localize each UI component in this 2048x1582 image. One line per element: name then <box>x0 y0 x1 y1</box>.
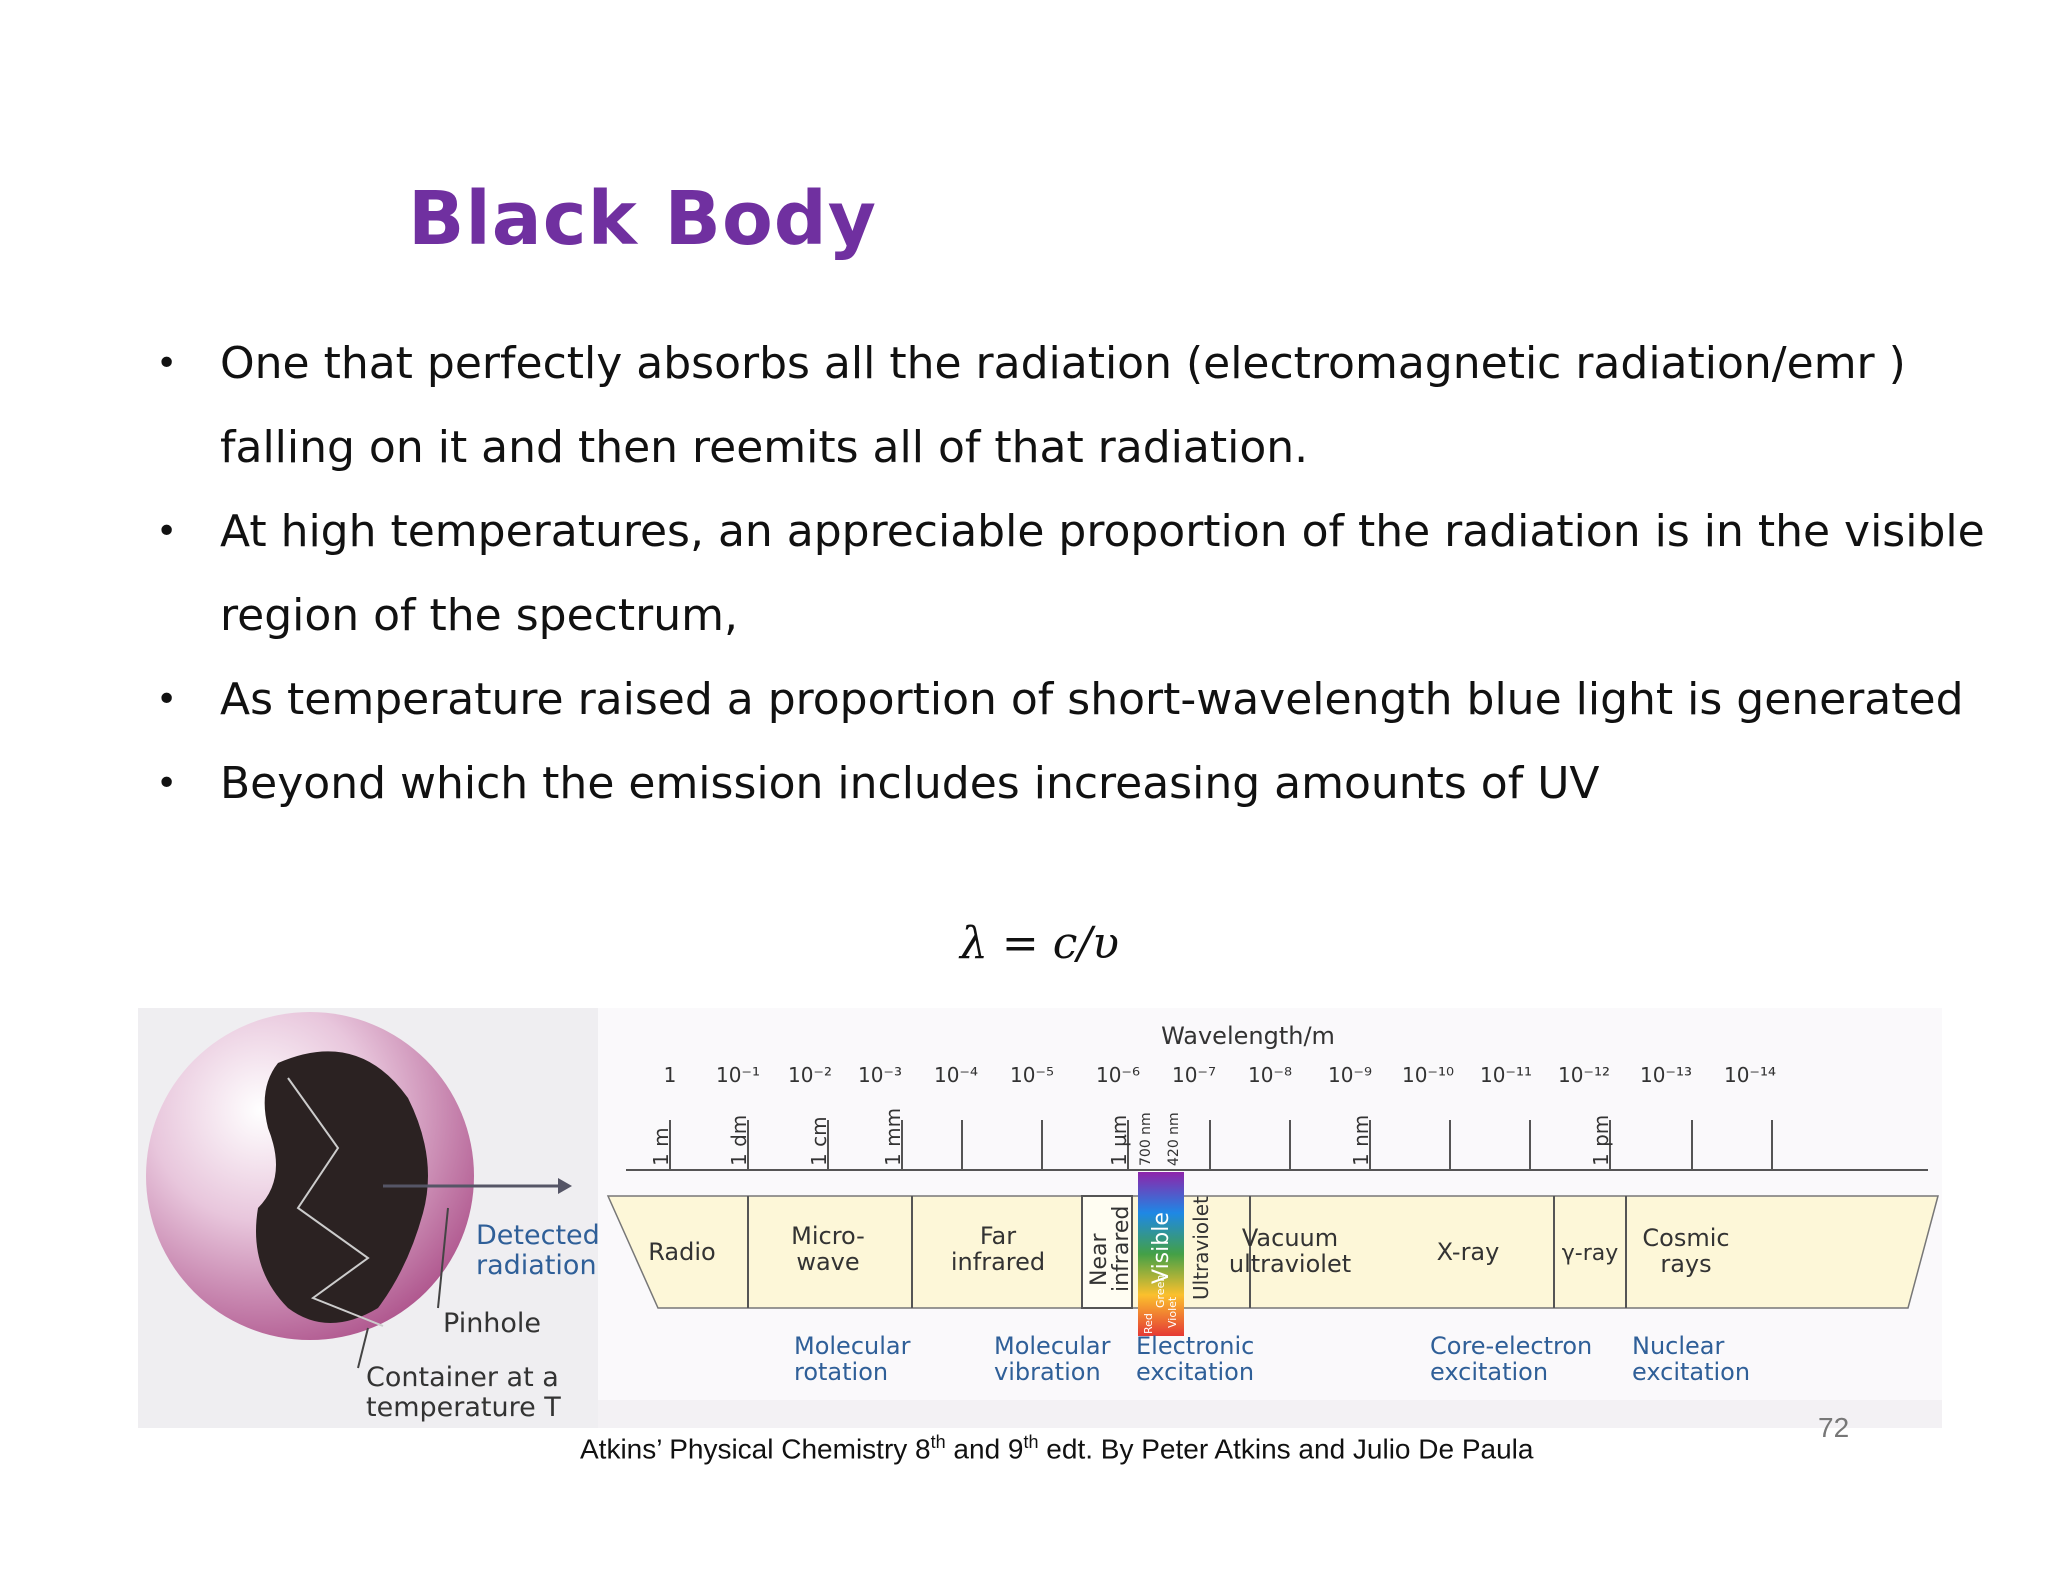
region-vacuum-uv-1: Vacuum <box>1242 1224 1338 1252</box>
bullet-marker: • <box>156 511 178 552</box>
pinhole-pointer <box>437 1207 449 1309</box>
tick-label: 1 <box>664 1063 677 1087</box>
slide-title: Black Body <box>408 176 877 262</box>
tick-label: 10⁻² <box>788 1063 832 1087</box>
cavity-shape <box>256 1051 428 1323</box>
bullet-marker: • <box>156 343 178 384</box>
region-cosmic-2: rays <box>1660 1250 1711 1278</box>
unit-label-dm: 1 dm <box>727 1115 751 1166</box>
region-far-ir-2: infrared <box>951 1248 1045 1276</box>
wavelength-equation: λ = c/υ <box>960 918 1119 969</box>
bullet-item: • Beyond which the emission includes incr… <box>156 742 2016 826</box>
tick-label: 10⁻¹³ <box>1640 1063 1692 1087</box>
tick-label: 10⁻¹¹ <box>1480 1063 1532 1087</box>
near-ir-box <box>1081 1195 1133 1309</box>
bullet-list: • One that perfectly absorbs all the radi… <box>156 322 2016 826</box>
tick-label: 10⁻¹² <box>1558 1063 1610 1087</box>
unit-label-pm: 1 pm <box>1589 1115 1613 1166</box>
region-gamma: γ-ray <box>1562 1241 1619 1266</box>
tick-label: 10⁻¹⁰ <box>1402 1063 1454 1087</box>
caption-superscript: th <box>1023 1432 1039 1452</box>
process-core-1: Core-electron <box>1430 1332 1592 1360</box>
unit-label-um: 1 µm <box>1107 1115 1131 1166</box>
process-labels: Molecular rotation Molecular vibration E… <box>794 1332 1750 1386</box>
tick-label: 10⁻⁵ <box>1010 1063 1054 1087</box>
tick-labels: 1 10⁻¹ 10⁻² 10⁻³ 10⁻⁴ 10⁻⁵ 10⁻⁶ 10⁻⁷ 10⁻… <box>664 1063 1776 1087</box>
region-microwave-2: wave <box>796 1248 859 1276</box>
citation-caption: Atkins’ Physical Chemistry 8th and 9th e… <box>580 1432 1533 1465</box>
unit-label-mm: 1 mm <box>881 1108 905 1166</box>
arrow-head <box>558 1178 572 1194</box>
process-nuc-1: Nuclear <box>1632 1332 1725 1360</box>
process-nuc-2: excitation <box>1632 1358 1750 1386</box>
region-ultraviolet: Ultraviolet <box>1189 1196 1213 1300</box>
region-near-ir-1: Near <box>1087 1233 1112 1286</box>
bullet-text: Beyond which the emission includes incre… <box>220 758 1600 809</box>
tick-label: 10⁻³ <box>858 1063 902 1087</box>
em-spectrum-diagram: Wavelength/m 1 10⁻¹ 10⁻² 10⁻³ 10⁻⁴ 10⁻⁵ … <box>598 1008 1942 1400</box>
unit-label-700nm: 700 nm <box>1138 1112 1154 1166</box>
process-core-2: excitation <box>1430 1358 1548 1386</box>
figure: Detected radiation Pinhole Container at … <box>138 1008 1942 1428</box>
unit-label-cm: 1 cm <box>807 1116 831 1166</box>
caption-superscript: th <box>930 1432 946 1452</box>
region-radio: Radio <box>648 1238 715 1266</box>
process-elec-2: excitation <box>1136 1358 1254 1386</box>
unit-labels: 1 m 1 dm 1 cm 1 mm 1 µm 700 nm 420 nm 1 … <box>649 1108 1613 1166</box>
caption-text: edt. By Peter Atkins and Julio De Paula <box>1038 1433 1534 1465</box>
region-visible: Visible <box>1149 1212 1174 1284</box>
bullet-text: As temperature raised a proportion of sh… <box>220 674 1964 725</box>
wavelength-axis-title: Wavelength/m <box>1161 1022 1335 1050</box>
caption-text: and 9 <box>945 1433 1024 1465</box>
process-elec-1: Electronic <box>1136 1332 1254 1360</box>
color-red: Red <box>1142 1313 1155 1334</box>
tick-label: 10⁻⁸ <box>1248 1063 1292 1087</box>
radiation-label: radiation <box>476 1250 597 1281</box>
region-vacuum-uv-2: ultraviolet <box>1229 1250 1351 1278</box>
unit-label-m: 1 m <box>649 1127 673 1166</box>
tick-label: 10⁻⁷ <box>1172 1063 1216 1087</box>
bullet-marker: • <box>156 763 178 804</box>
container-label-line2: temperature T <box>366 1392 561 1423</box>
tick-label: 10⁻¹ <box>716 1063 760 1087</box>
process-molrot-1: Molecular <box>794 1332 911 1360</box>
bullet-text: At high temperatures, an appreciable pro… <box>220 506 1985 641</box>
bullet-item: • One that perfectly absorbs all the radi… <box>156 322 2016 490</box>
bullet-item: • At high temperatures, an appreciable pr… <box>156 490 2016 658</box>
region-xray: X-ray <box>1437 1238 1500 1266</box>
process-molrot-2: rotation <box>794 1358 888 1386</box>
visible-band <box>1138 1172 1184 1336</box>
process-molvib-1: Molecular <box>994 1332 1111 1360</box>
tick-marks <box>669 1120 1773 1170</box>
process-molvib-2: vibration <box>994 1358 1101 1386</box>
bullet-text: One that perfectly absorbs all the radia… <box>220 338 1906 473</box>
region-far-ir-1: Far <box>980 1222 1016 1250</box>
unit-label-420nm: 420 nm <box>1166 1112 1182 1166</box>
tick-label: 10⁻¹⁴ <box>1724 1063 1776 1087</box>
pinhole-label: Pinhole <box>443 1308 541 1339</box>
detected-label: Detected <box>476 1220 598 1251</box>
spectrum-band <box>606 1195 1939 1309</box>
color-violet: Violet <box>1166 1296 1179 1328</box>
unit-label-nm: 1 nm <box>1349 1115 1373 1166</box>
region-cosmic-1: Cosmic <box>1642 1224 1729 1252</box>
region-labels: Radio Micro- wave Far infrared Near infr… <box>648 1196 1729 1334</box>
reflection-path <box>287 1077 384 1327</box>
color-green: Green <box>1154 1275 1167 1308</box>
blackbody-container-diagram: Detected radiation Pinhole Container at … <box>138 1008 598 1428</box>
bullet-item: • As temperature raised a proportion of s… <box>156 658 2016 742</box>
bullet-marker: • <box>156 679 178 720</box>
page-number: 72 <box>1818 1412 1850 1443</box>
container-pointer <box>357 1327 369 1369</box>
tick-label: 10⁻⁶ <box>1096 1063 1140 1087</box>
caption-text: Atkins’ Physical Chemistry 8 <box>580 1433 931 1465</box>
container-label-line1: Container at a <box>366 1362 559 1393</box>
tick-label: 10⁻⁴ <box>934 1063 978 1087</box>
region-microwave-1: Micro- <box>791 1222 865 1250</box>
region-near-ir-2: infrared <box>1109 1206 1134 1292</box>
tick-label: 10⁻⁹ <box>1328 1063 1372 1087</box>
